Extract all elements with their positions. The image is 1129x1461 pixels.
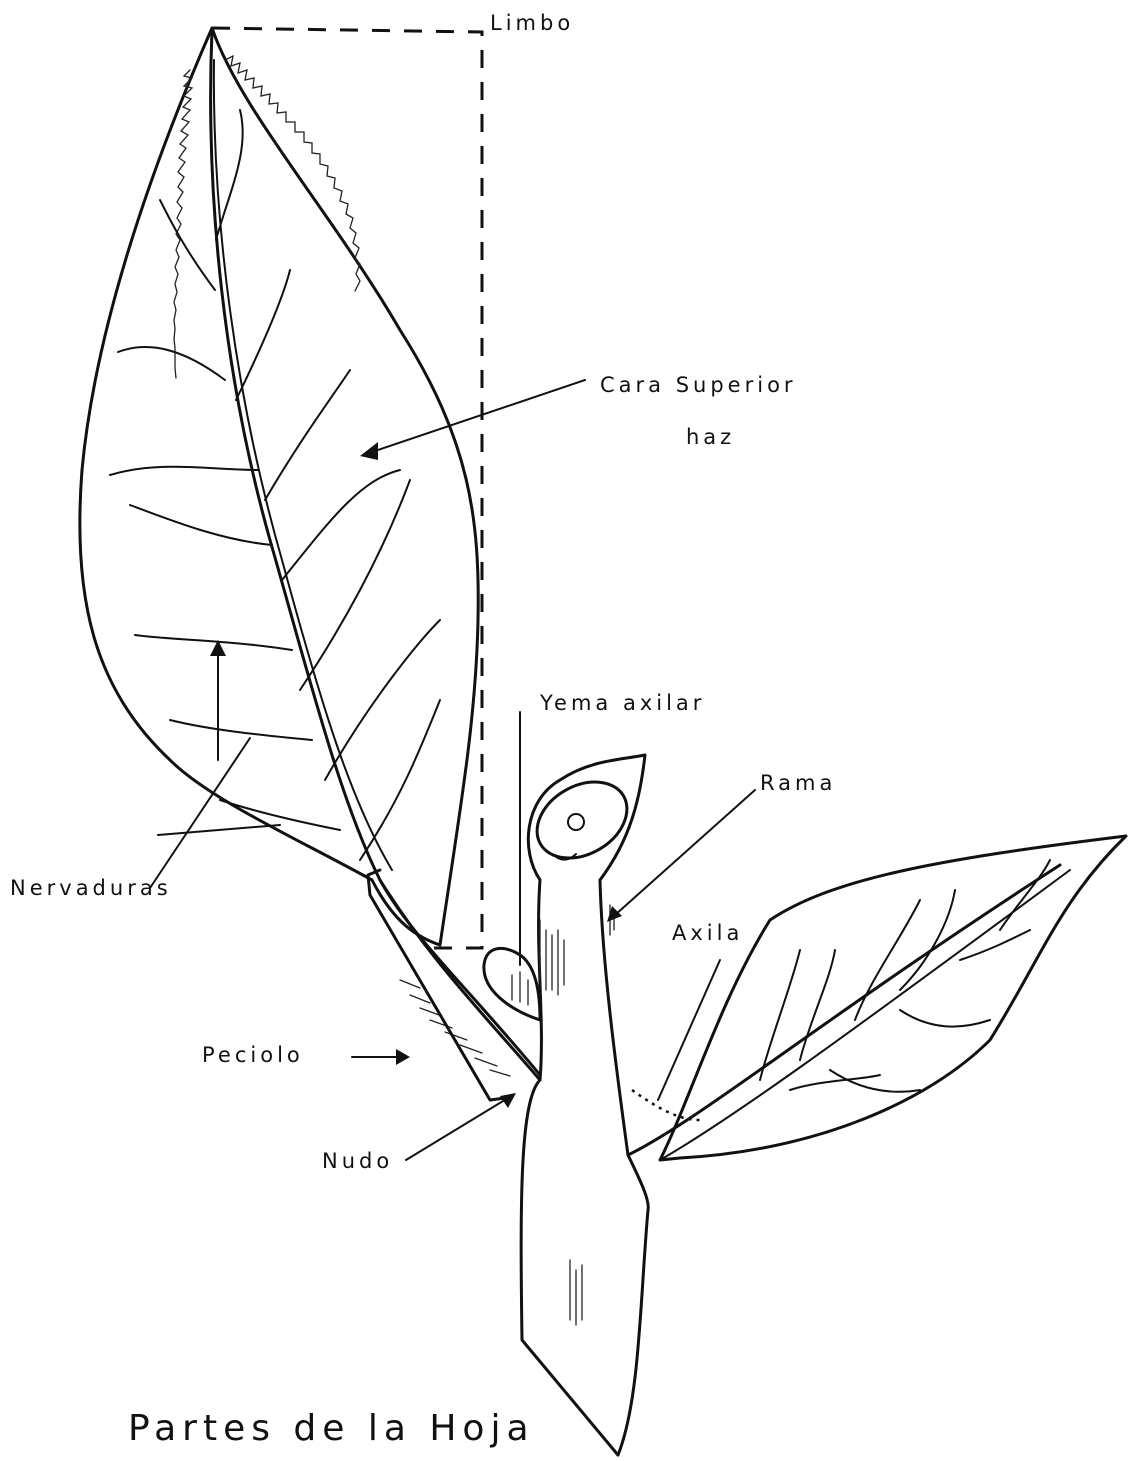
leader-nudo xyxy=(406,1093,516,1160)
diagram-title: Partes de la Hoja xyxy=(128,1408,535,1449)
big-leaf-serration-right xyxy=(225,56,360,291)
label-rama: Rama xyxy=(760,771,836,795)
big-leaf xyxy=(80,28,540,1080)
stem-branch-tip xyxy=(528,755,645,880)
stem-cut-eye xyxy=(568,814,584,830)
leader-rama xyxy=(607,790,755,922)
stem-shading xyxy=(540,905,614,1325)
big-leaf-veins xyxy=(110,110,440,860)
stem-outline-left xyxy=(521,880,618,1455)
label-limbo: Limbo xyxy=(490,11,574,35)
small-leaf-veins xyxy=(760,860,1050,1092)
axillary-bud xyxy=(484,948,540,1020)
label-nervaduras: Nervaduras xyxy=(10,876,172,900)
small-leaf-blade-outline xyxy=(660,836,1126,1160)
stem-outline-right xyxy=(600,880,648,1455)
label-peciolo: Peciolo xyxy=(202,1043,304,1067)
label-yema-axilar: Yema axilar xyxy=(539,691,705,715)
leader-cara-superior xyxy=(360,380,585,460)
leader-axila xyxy=(632,960,720,1120)
leader-peciolo xyxy=(352,1049,410,1065)
small-leaf-midrib xyxy=(628,865,1060,1155)
label-axila: Axila xyxy=(672,921,743,945)
big-leaf-blade-outline xyxy=(80,28,478,945)
label-nudo: Nudo xyxy=(322,1149,393,1173)
big-leaf-midrib xyxy=(211,30,540,1075)
stem xyxy=(521,755,648,1455)
leader-nervaduras xyxy=(150,640,280,888)
label-haz: haz xyxy=(686,425,735,449)
stem-cut-face xyxy=(523,767,640,874)
label-cara-superior: Cara Superior xyxy=(600,373,797,397)
